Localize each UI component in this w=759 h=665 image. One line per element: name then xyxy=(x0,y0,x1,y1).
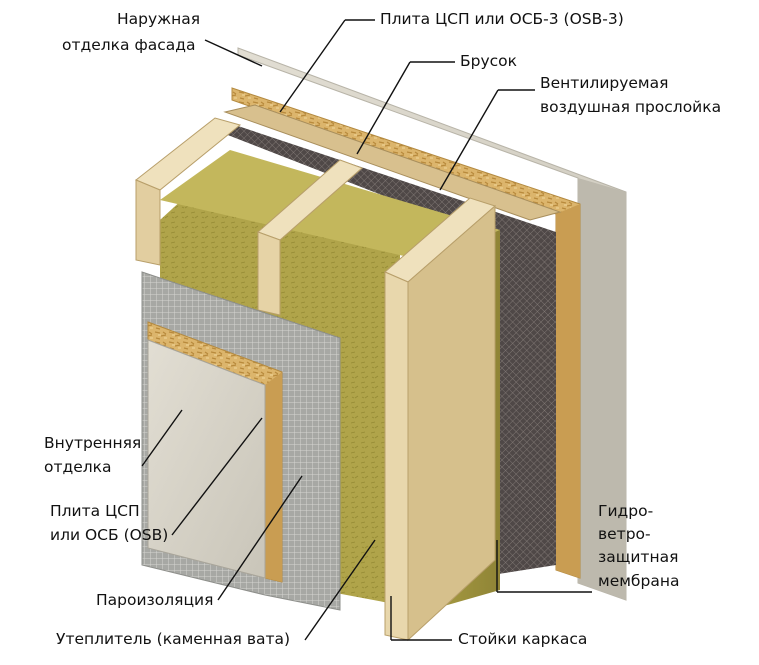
label-studs: Стойки каркаса xyxy=(458,630,588,648)
label-membrane-line2: ветро- xyxy=(598,525,651,543)
label-facade-line1: Наружная xyxy=(117,10,201,28)
outer-osb-edge xyxy=(556,204,580,578)
label-membrane-line3: защитная xyxy=(598,548,679,566)
insulation-top xyxy=(160,150,500,262)
label-inner-line2: отделка xyxy=(44,458,112,476)
label-outer-board: Плита ЦСП или ОСБ-3 (OSB-3) xyxy=(380,10,624,28)
label-membrane-line1: Гидро- xyxy=(598,502,654,520)
label-insulation: Утеплитель (каменная вата) xyxy=(56,630,291,648)
leader-lines xyxy=(141,19,592,641)
label-inner-board-line2: или ОСБ (OSB) xyxy=(50,526,169,544)
batten-top xyxy=(223,104,562,221)
frame-studs xyxy=(135,117,496,642)
wind-membrane-side xyxy=(492,232,556,575)
label-inner-line1: Внутренняя xyxy=(44,434,142,452)
label-vapor: Пароизоляция xyxy=(96,591,214,609)
label-vent-line1: Вентилируемая xyxy=(540,74,669,92)
label-facade-line2: отделка фасада xyxy=(62,36,196,54)
label-membrane-line4: мембрана xyxy=(598,572,680,590)
label-inner-board-line1: Плита ЦСП xyxy=(50,502,140,520)
inner-osb-edge xyxy=(265,372,282,582)
label-vent-line2: воздушная прослойка xyxy=(540,98,722,116)
label-batten: Брусок xyxy=(460,52,518,70)
outer-facade-side xyxy=(578,178,626,600)
inner-finish-panel xyxy=(147,339,266,579)
